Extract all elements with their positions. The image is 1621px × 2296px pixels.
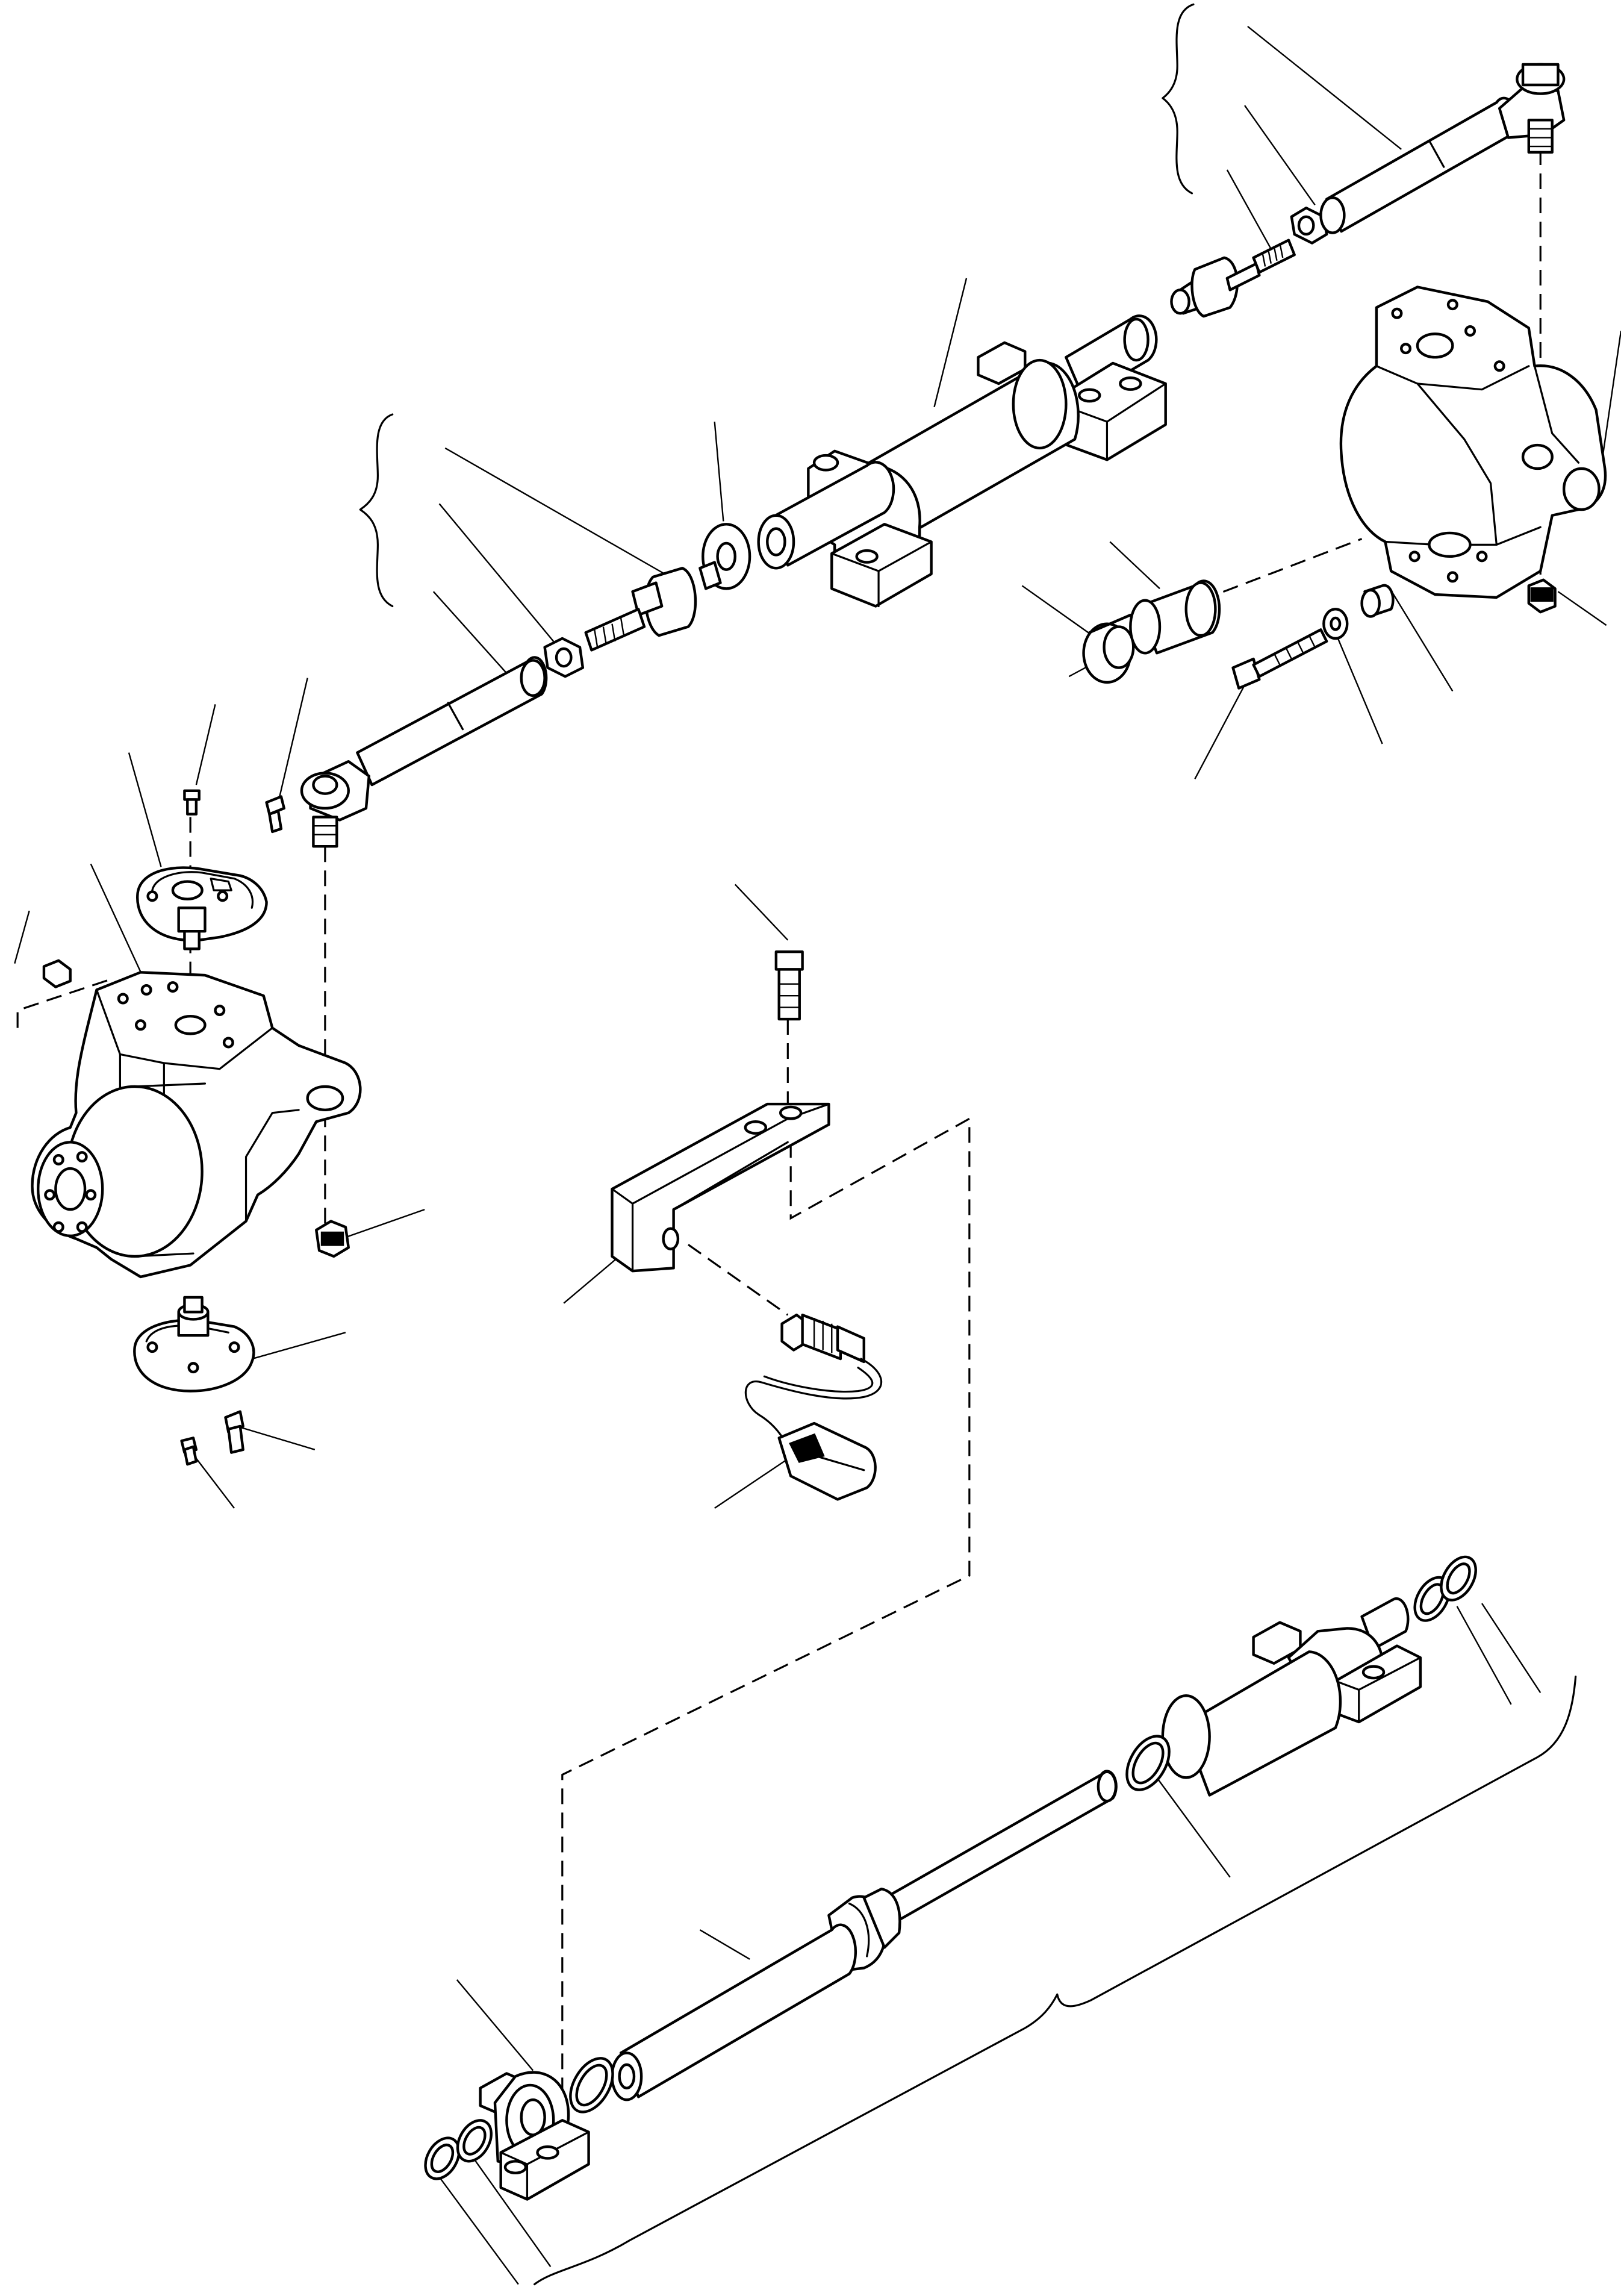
kingpin-parts-right [1084, 581, 1393, 688]
brace-left [360, 414, 392, 606]
tie-rod-right [1171, 64, 1564, 316]
alignment-dashes [17, 149, 1540, 2147]
angle-sensor-bracket [612, 952, 829, 1271]
angle-sensor [745, 1315, 881, 1499]
cylinder-end-cap [481, 2073, 589, 2200]
seal-rings-bottom-left [418, 2115, 498, 2185]
brace-bottom [535, 1677, 1576, 2285]
brace-top-right [1163, 4, 1193, 193]
o-ring-barrel-inner [1127, 1738, 1169, 1788]
o-ring-rod-end-inner [570, 2060, 612, 2110]
steering-knuckle-left [32, 791, 360, 1464]
leader-lines [14, 27, 1621, 2285]
tie-rod-left [302, 563, 720, 847]
steering-knuckle-right [1341, 287, 1605, 613]
steering-cylinder-assembly [703, 316, 1165, 606]
cylinder-tube-exploded [1163, 1599, 1420, 1795]
seal-rings-top-right [1408, 1551, 1483, 1627]
piston-rod-exploded [612, 1771, 1116, 2100]
